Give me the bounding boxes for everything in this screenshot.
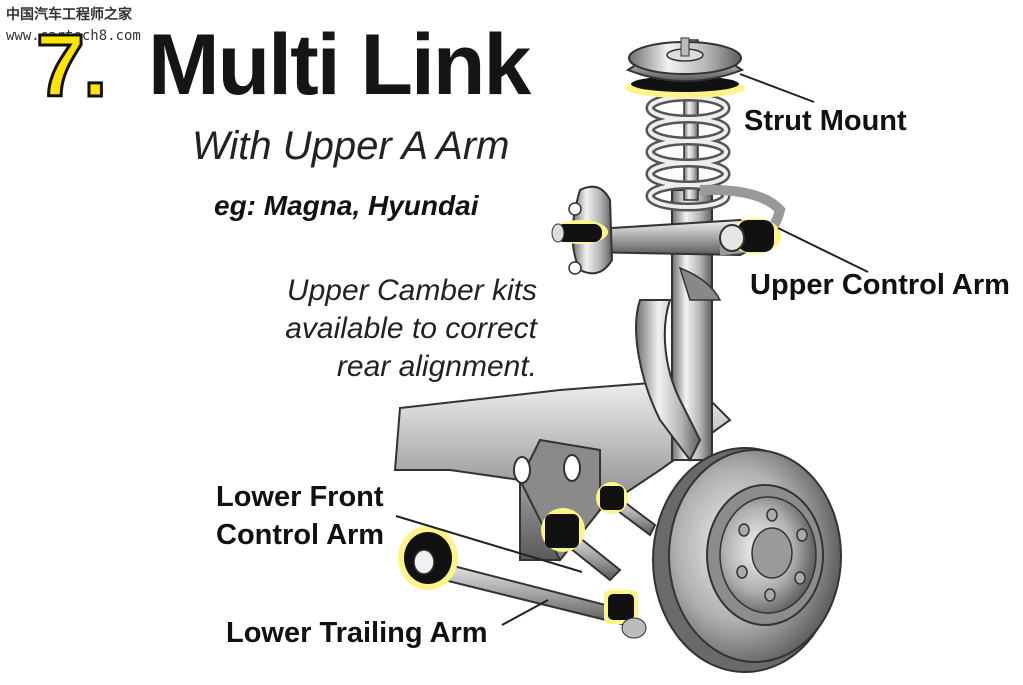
watermark-url: www.cartech8.com [6, 28, 141, 44]
label-strut-mount: Strut Mount [744, 105, 907, 137]
brake-disc [652, 447, 842, 673]
lower-front-control-arm [541, 482, 657, 582]
note-line-2: available to correct [285, 312, 537, 345]
note-line-1: Upper Camber kits [286, 274, 537, 307]
label-upper-control-arm: Upper Control Arm [750, 269, 1010, 301]
label-lower-front-line-1: Lower Front [216, 481, 384, 513]
label-lower-front-control-arm: Lower Front Control Arm [216, 478, 456, 554]
upper-arm-bushing-inner [551, 220, 608, 244]
leader-upper-control-arm [777, 227, 869, 273]
subtitle: With Upper A Arm [192, 124, 510, 168]
example-vehicles: eg: Magna, Hyundai [214, 190, 479, 221]
leader-lines [395, 73, 869, 626]
strut-mount [625, 37, 745, 98]
leader-lower-front-control-arm [395, 515, 583, 573]
title-number: 7. [34, 16, 108, 115]
page-title: Multi Link [148, 17, 531, 113]
lower-trailing-arm [398, 526, 647, 639]
note-line-3: rear alignment. [336, 350, 537, 383]
label-lower-front-line-2: Control Arm [216, 519, 385, 551]
leader-lower-trailing-arm [501, 599, 549, 626]
watermark-site-name: 中国汽车工程师之家 [6, 7, 132, 23]
upper-arm-bushing-outer [719, 218, 781, 254]
camber-kit-note: Upper Camber kits available to correct r… [207, 272, 537, 386]
label-lower-trailing-arm: Lower Trailing Arm [226, 617, 488, 649]
wheel-studs [736, 508, 808, 602]
leader-strut-mount [739, 73, 815, 103]
